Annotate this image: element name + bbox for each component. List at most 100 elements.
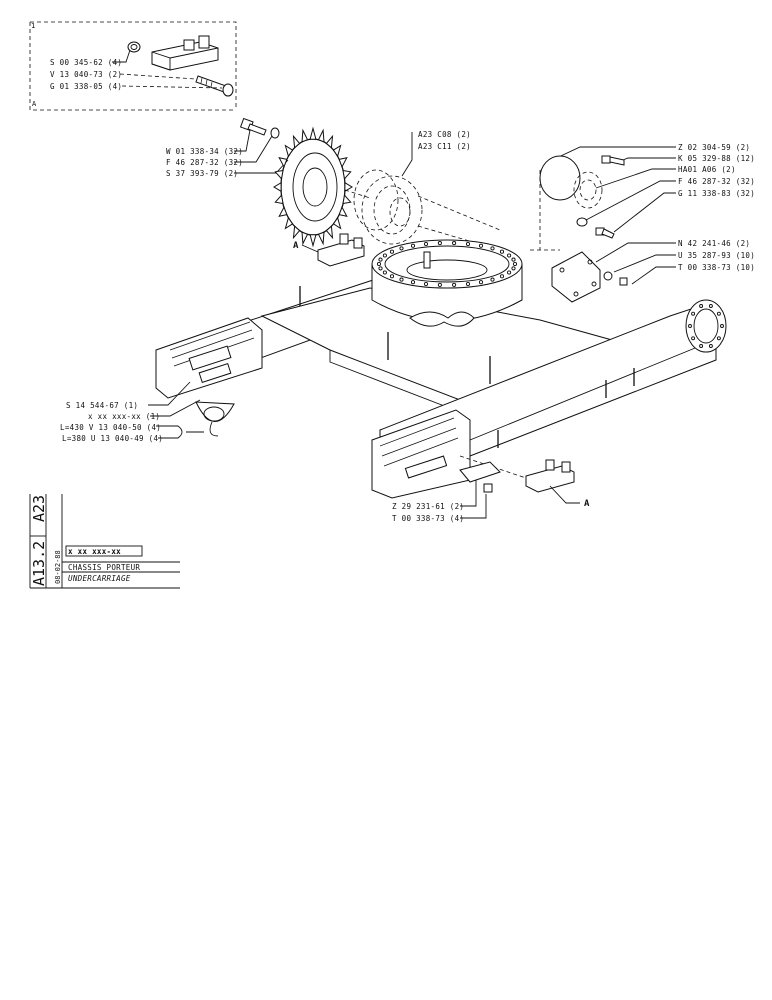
leader-right-5 bbox=[613, 192, 676, 233]
leader-bottom-2 bbox=[460, 494, 487, 519]
detail-box-tag: A bbox=[32, 100, 37, 108]
sprocket-label-3: S 37 393-79 (2) bbox=[166, 169, 238, 178]
frame-posts bbox=[299, 286, 635, 448]
undercarriage-frame bbox=[155, 233, 727, 499]
leader-hub bbox=[401, 132, 413, 177]
leader-right-3 bbox=[595, 168, 676, 189]
right-label-2: K 05 329-88 (12) bbox=[678, 154, 755, 163]
idler-bolt-hole bbox=[691, 336, 696, 341]
guard-bolt bbox=[483, 483, 493, 493]
right-label-7: U 35 287-93 (10) bbox=[678, 251, 755, 260]
leader-detail-3 bbox=[121, 85, 223, 89]
ring-bolt-hole bbox=[499, 274, 505, 279]
ring-bolt-hole bbox=[478, 280, 484, 285]
cover-plate bbox=[551, 251, 601, 303]
ring-bolt-hole bbox=[410, 243, 416, 248]
bottom-labels: Z 29 231-61 (2) T 00 338-73 (4) bbox=[392, 480, 487, 523]
title-ref: x xx xxx-xx bbox=[68, 547, 121, 556]
sprocket-group: W 01 338-34 (32) F 46 287-32 (32) S 37 3… bbox=[166, 117, 501, 251]
bottom-label-2: T 00 338-73 (4) bbox=[392, 514, 464, 523]
sprocket-tooth bbox=[301, 128, 309, 143]
hub-label-2: A23 C11 (2) bbox=[418, 142, 471, 151]
ring-bolt-hole bbox=[423, 281, 429, 287]
ring-bolt-hole bbox=[465, 281, 471, 287]
ring-bolt-hole bbox=[378, 257, 383, 262]
sprocket-tooth bbox=[278, 205, 288, 218]
idler-bolt-hole bbox=[691, 311, 696, 316]
ring-bolt-hole bbox=[437, 241, 442, 246]
left-bottom-labels: S 14 544-67 (1) x xx xxx-xx (1) L=430 V … bbox=[60, 381, 204, 443]
sprocket-tooth bbox=[317, 231, 325, 246]
detail-bracket bbox=[127, 35, 234, 97]
sprocket-tooth bbox=[309, 234, 317, 248]
bracket-a-left bbox=[317, 233, 365, 267]
hydraulic-motor bbox=[530, 170, 603, 251]
sprocket-tooth bbox=[338, 205, 348, 218]
leader-sprocket-2 bbox=[234, 135, 273, 163]
hub-label-1: A23 C08 (2) bbox=[418, 130, 471, 139]
ring-bolt-hole bbox=[507, 270, 512, 275]
leader-right-8 bbox=[631, 266, 676, 285]
round-cover bbox=[539, 155, 581, 201]
ring-bolt-hole bbox=[499, 249, 505, 254]
sprocket-wheel bbox=[273, 126, 353, 248]
slewing-ring bbox=[371, 239, 523, 327]
ring-bolt-hole bbox=[423, 241, 429, 247]
bracket-a-right bbox=[525, 459, 575, 493]
sprocket-tooth bbox=[325, 225, 334, 240]
ring-bolt-hole bbox=[490, 277, 495, 282]
idler-bolt-hole bbox=[688, 324, 692, 328]
right-label-8: T 00 338-73 (10) bbox=[678, 263, 755, 272]
sprocket-label-1: W 01 338-34 (32) bbox=[166, 147, 243, 156]
ring-bolt-hole bbox=[399, 277, 404, 282]
right-label-4: F 46 287-32 (32) bbox=[678, 177, 755, 186]
idler-mount bbox=[685, 299, 727, 353]
left-bottom-label-2: x xx xxx-xx (1) bbox=[88, 412, 160, 421]
ring-bolt-hole bbox=[490, 246, 495, 251]
leader-right-2 bbox=[617, 157, 676, 163]
ring-bolt-hole bbox=[410, 280, 416, 285]
sprocket-tooth bbox=[284, 216, 294, 230]
sprocket-tooth bbox=[273, 181, 282, 193]
guard-plate bbox=[459, 461, 501, 483]
leader-callout-left bbox=[301, 244, 319, 253]
sprocket-label-2: F 46 287-32 (32) bbox=[166, 158, 243, 167]
bottom-label-1: Z 29 231-61 (2) bbox=[392, 502, 464, 511]
leader-right-4 bbox=[585, 180, 676, 221]
ring-bolt-hole bbox=[478, 243, 484, 248]
sprocket-tooth bbox=[284, 144, 294, 158]
leader-callout-right bbox=[549, 485, 580, 504]
idler-bolt-hole bbox=[716, 336, 721, 341]
sprocket-tooth bbox=[301, 231, 309, 246]
detail-label-2: V 13 040-73 (2) bbox=[50, 70, 122, 79]
ring-bolt-hole bbox=[511, 257, 516, 262]
detail-box-corner-mark: 1 bbox=[31, 22, 35, 30]
leader-bottom-1 bbox=[460, 480, 477, 507]
title-date: 08-02-88 bbox=[54, 550, 62, 584]
right-parts-group: Z 02 304-59 (2) K 05 329-88 (12) HA01 A0… bbox=[530, 143, 755, 303]
detail-box-border-top bbox=[30, 21, 237, 110]
detail-label-1: S 00 345-62 (4) bbox=[50, 58, 122, 67]
right-label-1: Z 02 304-59 (2) bbox=[678, 143, 750, 152]
idler-bolt-hole bbox=[699, 344, 704, 348]
ring-bolt-hole bbox=[512, 261, 518, 267]
idler-bolt-hole bbox=[716, 311, 721, 316]
title-block: A23 A13.2 08-02-88 x xx xxx-xx CHASSIS P… bbox=[29, 494, 180, 589]
sprocket-tooth bbox=[274, 194, 284, 205]
leader-right-6 bbox=[595, 242, 676, 263]
sprocket-bolt bbox=[239, 117, 280, 139]
left-bottom-label-1: S 14 544-67 (1) bbox=[66, 401, 138, 410]
dash-bracket-right bbox=[459, 455, 527, 479]
sprocket-tooth bbox=[332, 144, 342, 158]
leader-sprocket-1 bbox=[234, 129, 251, 152]
callout-a-left: A bbox=[293, 241, 299, 251]
ring-bolt-hole bbox=[382, 270, 387, 275]
title-fr: CHASSIS PORTEUR bbox=[68, 563, 140, 572]
ring-bolt-hole bbox=[378, 266, 383, 271]
idler-bolt-hole bbox=[720, 324, 724, 328]
hub-drive bbox=[344, 169, 501, 251]
leader-right-7 bbox=[613, 254, 676, 273]
ring-bolt-hole bbox=[511, 266, 516, 271]
sprocket-tooth bbox=[278, 156, 288, 169]
